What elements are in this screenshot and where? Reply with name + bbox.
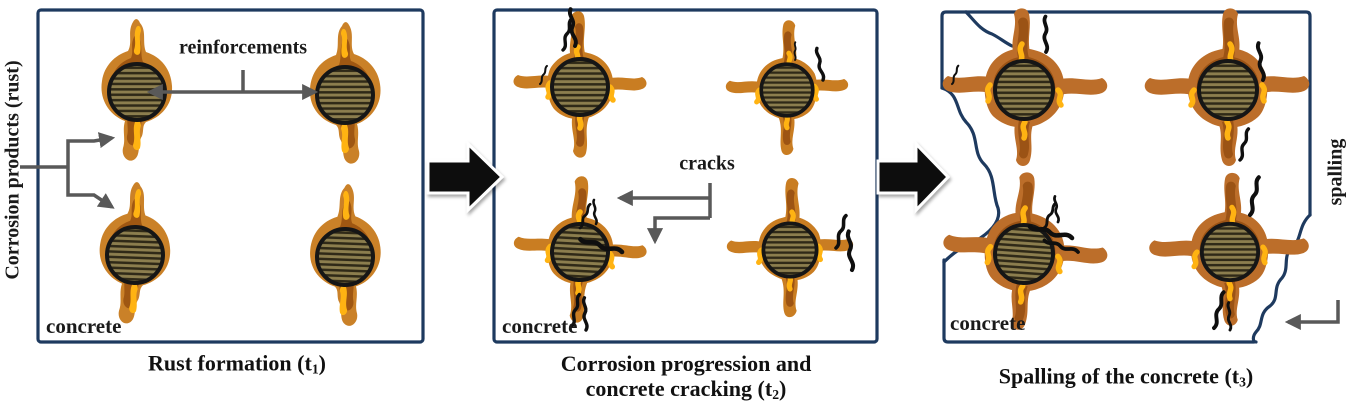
caption-t3-close: ) bbox=[1245, 363, 1254, 389]
caption-t1-sub: 1 bbox=[311, 361, 319, 377]
corrosion-products-text: Corrosion products (rust) bbox=[1, 60, 24, 280]
reinforcements-label: reinforcements bbox=[179, 37, 307, 60]
spalling-text: spalling bbox=[1324, 138, 1347, 206]
annotation-arrows bbox=[20, 70, 1340, 331]
corrosion-arrow-top bbox=[66, 132, 116, 167]
concrete-text-t2: concrete bbox=[502, 314, 578, 338]
caption-t1-close: ) bbox=[318, 350, 326, 376]
concrete-text-t3: concrete bbox=[950, 311, 1026, 335]
caption-t2-line1-text: Corrosion progression and bbox=[560, 351, 812, 376]
caption-t1: Rust formation (t1) bbox=[148, 351, 326, 382]
cracks-arrow-down bbox=[646, 216, 710, 245]
spalling-label: spalling bbox=[1325, 139, 1348, 206]
corrosion-products-label: Corrosion products (rust) bbox=[2, 60, 25, 279]
corrosion-arrow-bottom bbox=[66, 167, 115, 209]
caption-t2-sub: 2 bbox=[772, 387, 780, 402]
stage-arrow-1 bbox=[426, 140, 505, 214]
caption-t2-line2: concrete cracking (t2) bbox=[561, 376, 812, 407]
concrete-text-t1: concrete bbox=[46, 314, 122, 338]
reinforcements-text: reinforcements bbox=[178, 36, 308, 59]
caption-t3-text: Spalling of the concrete (t bbox=[998, 363, 1240, 389]
cracks-text: cracks bbox=[679, 152, 735, 175]
spall-pointer-arrow bbox=[1284, 300, 1340, 331]
cracks-label: cracks bbox=[679, 153, 735, 176]
caption-t2-close: ) bbox=[779, 376, 787, 401]
panel-box-t1 bbox=[36, 8, 425, 344]
spall-edge-top-left bbox=[964, 10, 1014, 48]
caption-t3-sub: 3 bbox=[1239, 374, 1246, 390]
caption-t1-text: Rust formation (t bbox=[148, 350, 312, 376]
stage-arrow-2 bbox=[876, 140, 951, 214]
caption-t2-line1: Corrosion progression and bbox=[561, 351, 812, 376]
caption-t2-line2-text: concrete cracking (t bbox=[585, 376, 773, 401]
caption-t2: Corrosion progression and concrete crack… bbox=[561, 351, 812, 407]
rebars-t1 bbox=[97, 17, 383, 327]
caption-t3: Spalling of the concrete (t3) bbox=[999, 364, 1253, 395]
concrete-label-t2: concrete bbox=[502, 314, 577, 339]
rebars-t3 bbox=[938, 8, 1310, 335]
concrete-label-t3: concrete bbox=[950, 311, 1025, 336]
concrete-label-t1: concrete bbox=[46, 314, 121, 339]
